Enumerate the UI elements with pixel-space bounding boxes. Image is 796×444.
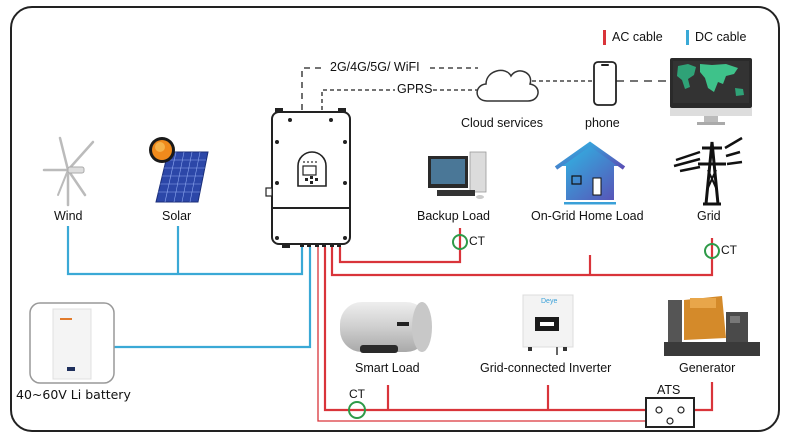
wind-label: Wind bbox=[54, 209, 83, 223]
grid-tie-inverter-icon bbox=[522, 294, 574, 355]
solar-panel-icon bbox=[149, 137, 209, 203]
ats-switch bbox=[645, 397, 695, 428]
cloud-services-label: Cloud services bbox=[461, 116, 543, 130]
ac-cable-legend-label: AC cable bbox=[612, 30, 663, 44]
dc-wiring bbox=[66, 226, 312, 349]
gprs-link-label: GPRS bbox=[397, 82, 433, 96]
backup-load-label: Backup Load bbox=[417, 209, 490, 223]
phone-label: phone bbox=[585, 116, 620, 130]
backup-load-pc-icon bbox=[428, 151, 487, 199]
smart-ct-label: CT bbox=[349, 387, 365, 401]
home-icon bbox=[554, 141, 626, 205]
wifi-link-label: 2G/4G/5G/ WiFI bbox=[330, 60, 420, 74]
grid-tie-brand-label: Deye bbox=[541, 298, 558, 305]
diagram-frame bbox=[10, 6, 780, 432]
monitor-icon bbox=[670, 58, 752, 125]
wind-turbine-icon bbox=[42, 136, 95, 207]
dc-cable-legend-label: DC cable bbox=[695, 30, 747, 44]
hybrid-inverter-icon bbox=[265, 108, 351, 248]
smart-load-heater-icon bbox=[340, 302, 432, 353]
ac-cable-legend-swatch bbox=[603, 30, 606, 45]
comm-lines bbox=[301, 67, 670, 110]
grid-tower-icon bbox=[673, 136, 743, 206]
grid-connected-inverter-label: Grid-connected Inverter bbox=[480, 361, 612, 375]
grid-label: Grid bbox=[697, 209, 721, 223]
ct-ring-grid bbox=[704, 243, 720, 259]
phone-icon bbox=[593, 61, 617, 106]
smart-load-label: Smart Load bbox=[355, 361, 420, 375]
ac-wiring bbox=[317, 228, 714, 422]
generator-icon bbox=[664, 296, 760, 356]
dc-cable-legend-swatch bbox=[686, 30, 689, 45]
on-grid-home-load-label: On-Grid Home Load bbox=[531, 209, 644, 223]
backup-ct-label: CT bbox=[469, 234, 485, 248]
ct-ring-smart bbox=[348, 401, 366, 419]
battery-icon bbox=[29, 302, 115, 384]
battery-label: 40~60V Li battery bbox=[16, 387, 131, 402]
solar-label: Solar bbox=[162, 209, 192, 223]
ct-ring-backup bbox=[452, 234, 468, 250]
grid-ct-label: CT bbox=[721, 243, 737, 257]
ats-label: ATS bbox=[657, 383, 681, 397]
generator-label: Generator bbox=[679, 361, 736, 375]
cloud-icon bbox=[476, 69, 539, 102]
